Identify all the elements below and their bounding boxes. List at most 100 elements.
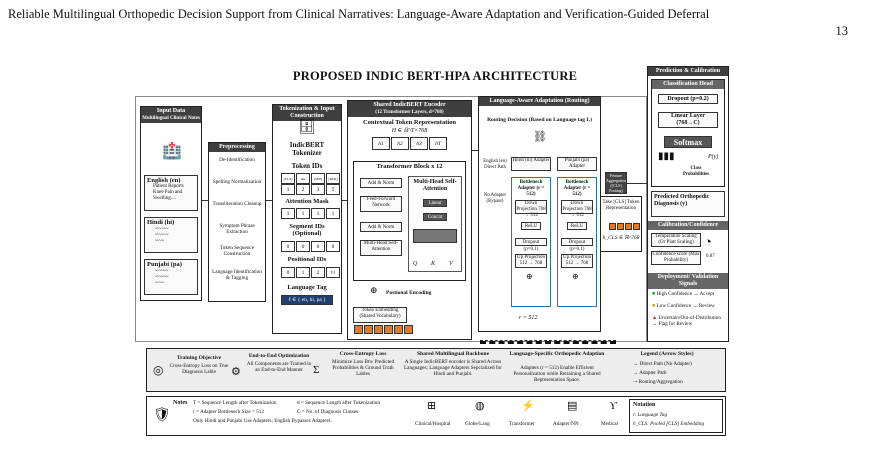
summary-title-2: Cross-Entropy Loss (339, 351, 387, 357)
pos-cell: 2 (311, 267, 325, 278)
summary-text-4: Adapters (r = 512) Enable Efficient Pers… (513, 365, 601, 383)
block-label: Transformer Block x 12 (376, 163, 443, 170)
v-label: V (449, 261, 453, 267)
positional-ids-label: Positional IDs (287, 256, 327, 263)
page-number: 13 (835, 24, 849, 38)
input-subheading: Multilingual Clinical Notes (142, 116, 200, 121)
cls-cell (633, 223, 640, 230)
cls-head-title: Classification Head (652, 80, 724, 89)
language-tag-label: Language Tag (287, 284, 327, 291)
hospital-icon: 🏥 (162, 143, 182, 160)
gauge-icon: ◔ (704, 234, 712, 249)
hindi-bottleneck: Bottleneck Adapter (r = 512) Down Projec… (511, 177, 551, 307)
notation-0: l: Language Tag (633, 412, 668, 418)
signal-accept: ■ High Confidence → Accept (652, 291, 714, 297)
icon-legend-2: Transformer (509, 421, 535, 427)
pred-linear: Linear Layer (768→C) (658, 112, 718, 128)
english-text: Patient Reports Knee Pain and Swelling..… (153, 184, 184, 201)
predicted-diagnosis-text: Predicted Orthopedic Diagnosis (y) (654, 194, 710, 207)
adapter-plus-icon: ⊕ (526, 272, 533, 281)
english-note: English (en) Patient Reports Knee Pain a… (144, 175, 198, 211)
summary-title-4: Language-Specific Orthopedic Adaption (509, 351, 605, 357)
figure-title: PROPOSED INDIC BERT-HPA ARCHITECTURE (292, 69, 578, 83)
adapter-plus-icon: ⊕ (572, 272, 579, 281)
flag-icon: ▲ (652, 315, 658, 321)
no-adapter-label: No Adapter (Bypass) (483, 193, 507, 204)
arrow-enc-adapt (472, 150, 478, 151)
down-proj: Down Projection 768 → 512 (515, 200, 547, 218)
token-num-cell: 2 (296, 184, 310, 195)
class-probs: Class Probabilities (682, 166, 710, 177)
step-spelling: Spelling Normalization (212, 179, 262, 185)
notation-box: Notation l: Language Tag h_CLS: Pooled [… (629, 399, 723, 433)
cycle-icon: ⚙ (231, 366, 241, 378)
confidence-score: Confidence score (Max Probability) (651, 251, 701, 265)
attention-mask-label: Attention Mask (285, 198, 329, 205)
notation-1: h_CLS: Pooled [CLS] Embedding (633, 421, 705, 427)
mask-cell: 1 (296, 208, 310, 219)
arrow-tok-enc (342, 200, 347, 201)
language-tag-value: ℓ ∈ { en, hi, pa } (281, 295, 333, 305)
add-norm-2: Add & Norm (360, 222, 402, 232)
token-num-cell: 3 (311, 184, 325, 195)
calibration-heading: Calibration/Confidence (648, 221, 728, 230)
english-label: English (en) (147, 177, 181, 184)
summary-title-1: End-to-End Optimization (248, 353, 310, 359)
prediction-panel: Prediction & Calibration Classification … (647, 66, 729, 342)
relu: ReLU (521, 222, 541, 230)
prediction-heading: Prediction & Calibration (648, 67, 728, 76)
step-deid: De-Identification (219, 157, 255, 163)
warning-icon: ■ (652, 303, 656, 309)
encoder-heading: Shared IndicBERT Encoder(12 Transformer … (348, 101, 471, 117)
token-num-cells: 1 2 3 T (281, 184, 340, 195)
tokenization-panel: Tokenization & Input Construction 🗄 Indi… (272, 104, 342, 334)
transformer-icon: ⚡ (521, 400, 535, 412)
segment-cell: 0 (311, 241, 325, 252)
hindi-adapter-label: Hindi (hi) Adapter (511, 157, 551, 171)
icon-legend-4: Medical (601, 421, 618, 427)
summary-text-2: Minimize Loss Btw Predicted Probabilitie… (331, 359, 395, 377)
mha-linear: Linear (423, 199, 447, 207)
arrow-pre-tok (266, 200, 272, 201)
mask-cell: 1 (311, 208, 325, 219)
signal-review-text: Low Confidence → Review (656, 303, 715, 309)
add-norm-1: Add & Norm (360, 178, 402, 188)
database-icon: 🗄 (298, 120, 316, 135)
notation-heading: Notation (633, 402, 656, 408)
token-cell: [SEP] (311, 173, 325, 184)
h-cls: h_CLS ∈ ℝ^768 (602, 235, 640, 241)
pos-cell: 1 (296, 267, 310, 278)
mask-cell: 1 (281, 208, 295, 219)
embed-cell (374, 325, 383, 334)
up-proj: Up Projection 512 → 768 (515, 254, 547, 268)
signal-review: ■ Low Confidence → Review (652, 303, 715, 309)
adapter-icon: ▤ (567, 400, 578, 412)
h-token-cells: h1 h2 h3 hT (372, 137, 447, 150)
relu: ReLU (567, 222, 587, 230)
summary-text-1: All Components are Trained in an End-to-… (246, 361, 312, 373)
h-token: hT (429, 137, 447, 150)
summary-row: ◎ Training Objective Cross-Entropy Loss … (146, 348, 726, 392)
mask-cells: 1 1 1 1 (281, 208, 340, 219)
adaptation-heading: Language-Aware Adaptation (Routing) (479, 97, 600, 106)
summary-text-0: Cross-Entropy Loss on True Diagnosis Lab… (169, 363, 229, 375)
embed-cell (384, 325, 393, 334)
token-cell: [PAD] (326, 173, 340, 184)
cls-pooling: Feature Aggregation ([CLS] Pooling) (605, 172, 627, 194)
p-y: P(y) (708, 154, 719, 160)
pred-softmax: Softmax (664, 136, 712, 148)
segment-cell: 0 (326, 241, 340, 252)
arrow-input-pre (202, 200, 208, 201)
token-cells: [CLS] tkn [SEP] [PAD] (281, 173, 340, 184)
bottleneck-label: Bottleneck Adapter (r = 512) (563, 180, 591, 197)
note-4: Only Hindi and Punjabi Use Adapters; Eng… (193, 418, 332, 424)
segment-cell: 0 (281, 241, 295, 252)
legend-routing-text: Routing/Aggregation (638, 379, 683, 385)
transformer-block: Transformer Block x 12 Add & Norm Feed-F… (353, 161, 466, 281)
token-cell: tkn (296, 173, 310, 184)
preprocessing-panel: Preprocessing De-Identification Spelling… (208, 142, 266, 302)
pos-cell: 0 (281, 267, 295, 278)
mhsa-box: Multi-Head Self-Attention (360, 240, 402, 256)
